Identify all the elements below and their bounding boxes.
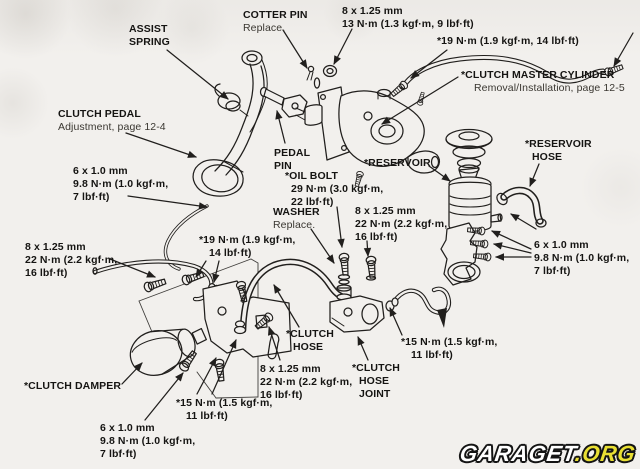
label-clutch-hose-joint: *CLUTCH HOSE JOINT (352, 362, 400, 400)
clutch-pipe-top-drawing (400, 54, 606, 90)
hose-joint-drawing (329, 295, 385, 333)
reservoir-bracket-drawing (440, 222, 481, 286)
reservoir-drawing (445, 128, 503, 232)
label-bolt-8x125-top: 8 x 1.25 mm 13 N·m (1.3 kgf·m, 9 lbf·ft) (342, 5, 474, 30)
label-pedal-pin: PEDAL PIN (274, 147, 311, 172)
label-bolt-6x10-right: 6 x 1.0 mm 9.8 N·m (1.0 kgf·m, 7 lbf·ft) (534, 239, 630, 277)
label-bolt-8x125-mid: 8 x 1.25 mm 22 N·m (2.2 kgf·m, 16 lbf·ft… (355, 205, 448, 243)
label-oil-bolt: *OIL BOLT 29 N·m (3.0 kgf·m, 22 lbf·ft) (285, 170, 384, 208)
label-clutch-pedal: CLUTCH PEDAL Adjustment, page 12-4 (58, 108, 166, 133)
pedal-pin-drawing (259, 65, 315, 118)
label-bolt-6x10-left: 6 x 1.0 mm 9.8 N·m (1.0 kgf·m, 7 lbf·ft) (73, 165, 169, 203)
cotter-pin-drawing (307, 65, 315, 73)
label-reservoir-hose: *RESERVOIR HOSE (525, 138, 592, 163)
label-torque-15-bottom: *15 N·m (1.5 kgf·m, 11 lbf·ft) (176, 397, 273, 422)
label-torque-15-right: *15 N·m (1.5 kgf·m, 11 lbf·ft) (401, 336, 498, 361)
watermark-tld: .ORG (574, 441, 638, 466)
watermark-site: GARAGET (458, 441, 578, 466)
reservoir-hose-drawing (496, 186, 547, 228)
label-reservoir: *RESERVOIR (364, 157, 431, 169)
label-torque-19-top: *19 N·m (1.9 kgf·m, 14 lbf·ft) (437, 35, 579, 47)
watermark: GARAGET.ORG (459, 441, 638, 467)
clutch-pedal-drawing (192, 50, 268, 197)
assist-spring-drawing (217, 92, 241, 110)
label-cotter-pin: COTTER PIN Replace. (243, 9, 308, 34)
label-torque-19-mid: *19 N·m (1.9 kgf·m, 14 lbf·ft) (199, 234, 296, 259)
label-bolt-8x125-left: 8 x 1.25 mm 22 N·m (2.2 kgf·m, 16 lbf·ft… (25, 241, 118, 279)
clutch-pipe-right-drawing (385, 286, 451, 328)
label-clutch-master-cylinder: *CLUTCH MASTER CYLINDER Removal/Installa… (461, 69, 625, 94)
label-bolt-8x125-bottom: 8 x 1.25 mm 22 N·m (2.2 kgf·m, 16 lbf·ft… (260, 363, 353, 401)
leader-arrows (109, 28, 634, 421)
label-clutch-damper: *CLUTCH DAMPER (24, 380, 122, 392)
label-assist-spring: ASSIST SPRING (129, 23, 170, 48)
clutch-hose-drawing (233, 258, 347, 335)
label-clutch-hose: *CLUTCH HOSE (286, 328, 334, 353)
pipe-direction-arrow (437, 308, 447, 328)
label-bolt-6x10-bottom: 6 x 1.0 mm 9.8 N·m (1.0 kgf·m, 7 lbf·ft) (100, 422, 196, 460)
label-washer: WASHER Replace. (273, 206, 320, 231)
clutch-damper-drawing (129, 327, 207, 376)
